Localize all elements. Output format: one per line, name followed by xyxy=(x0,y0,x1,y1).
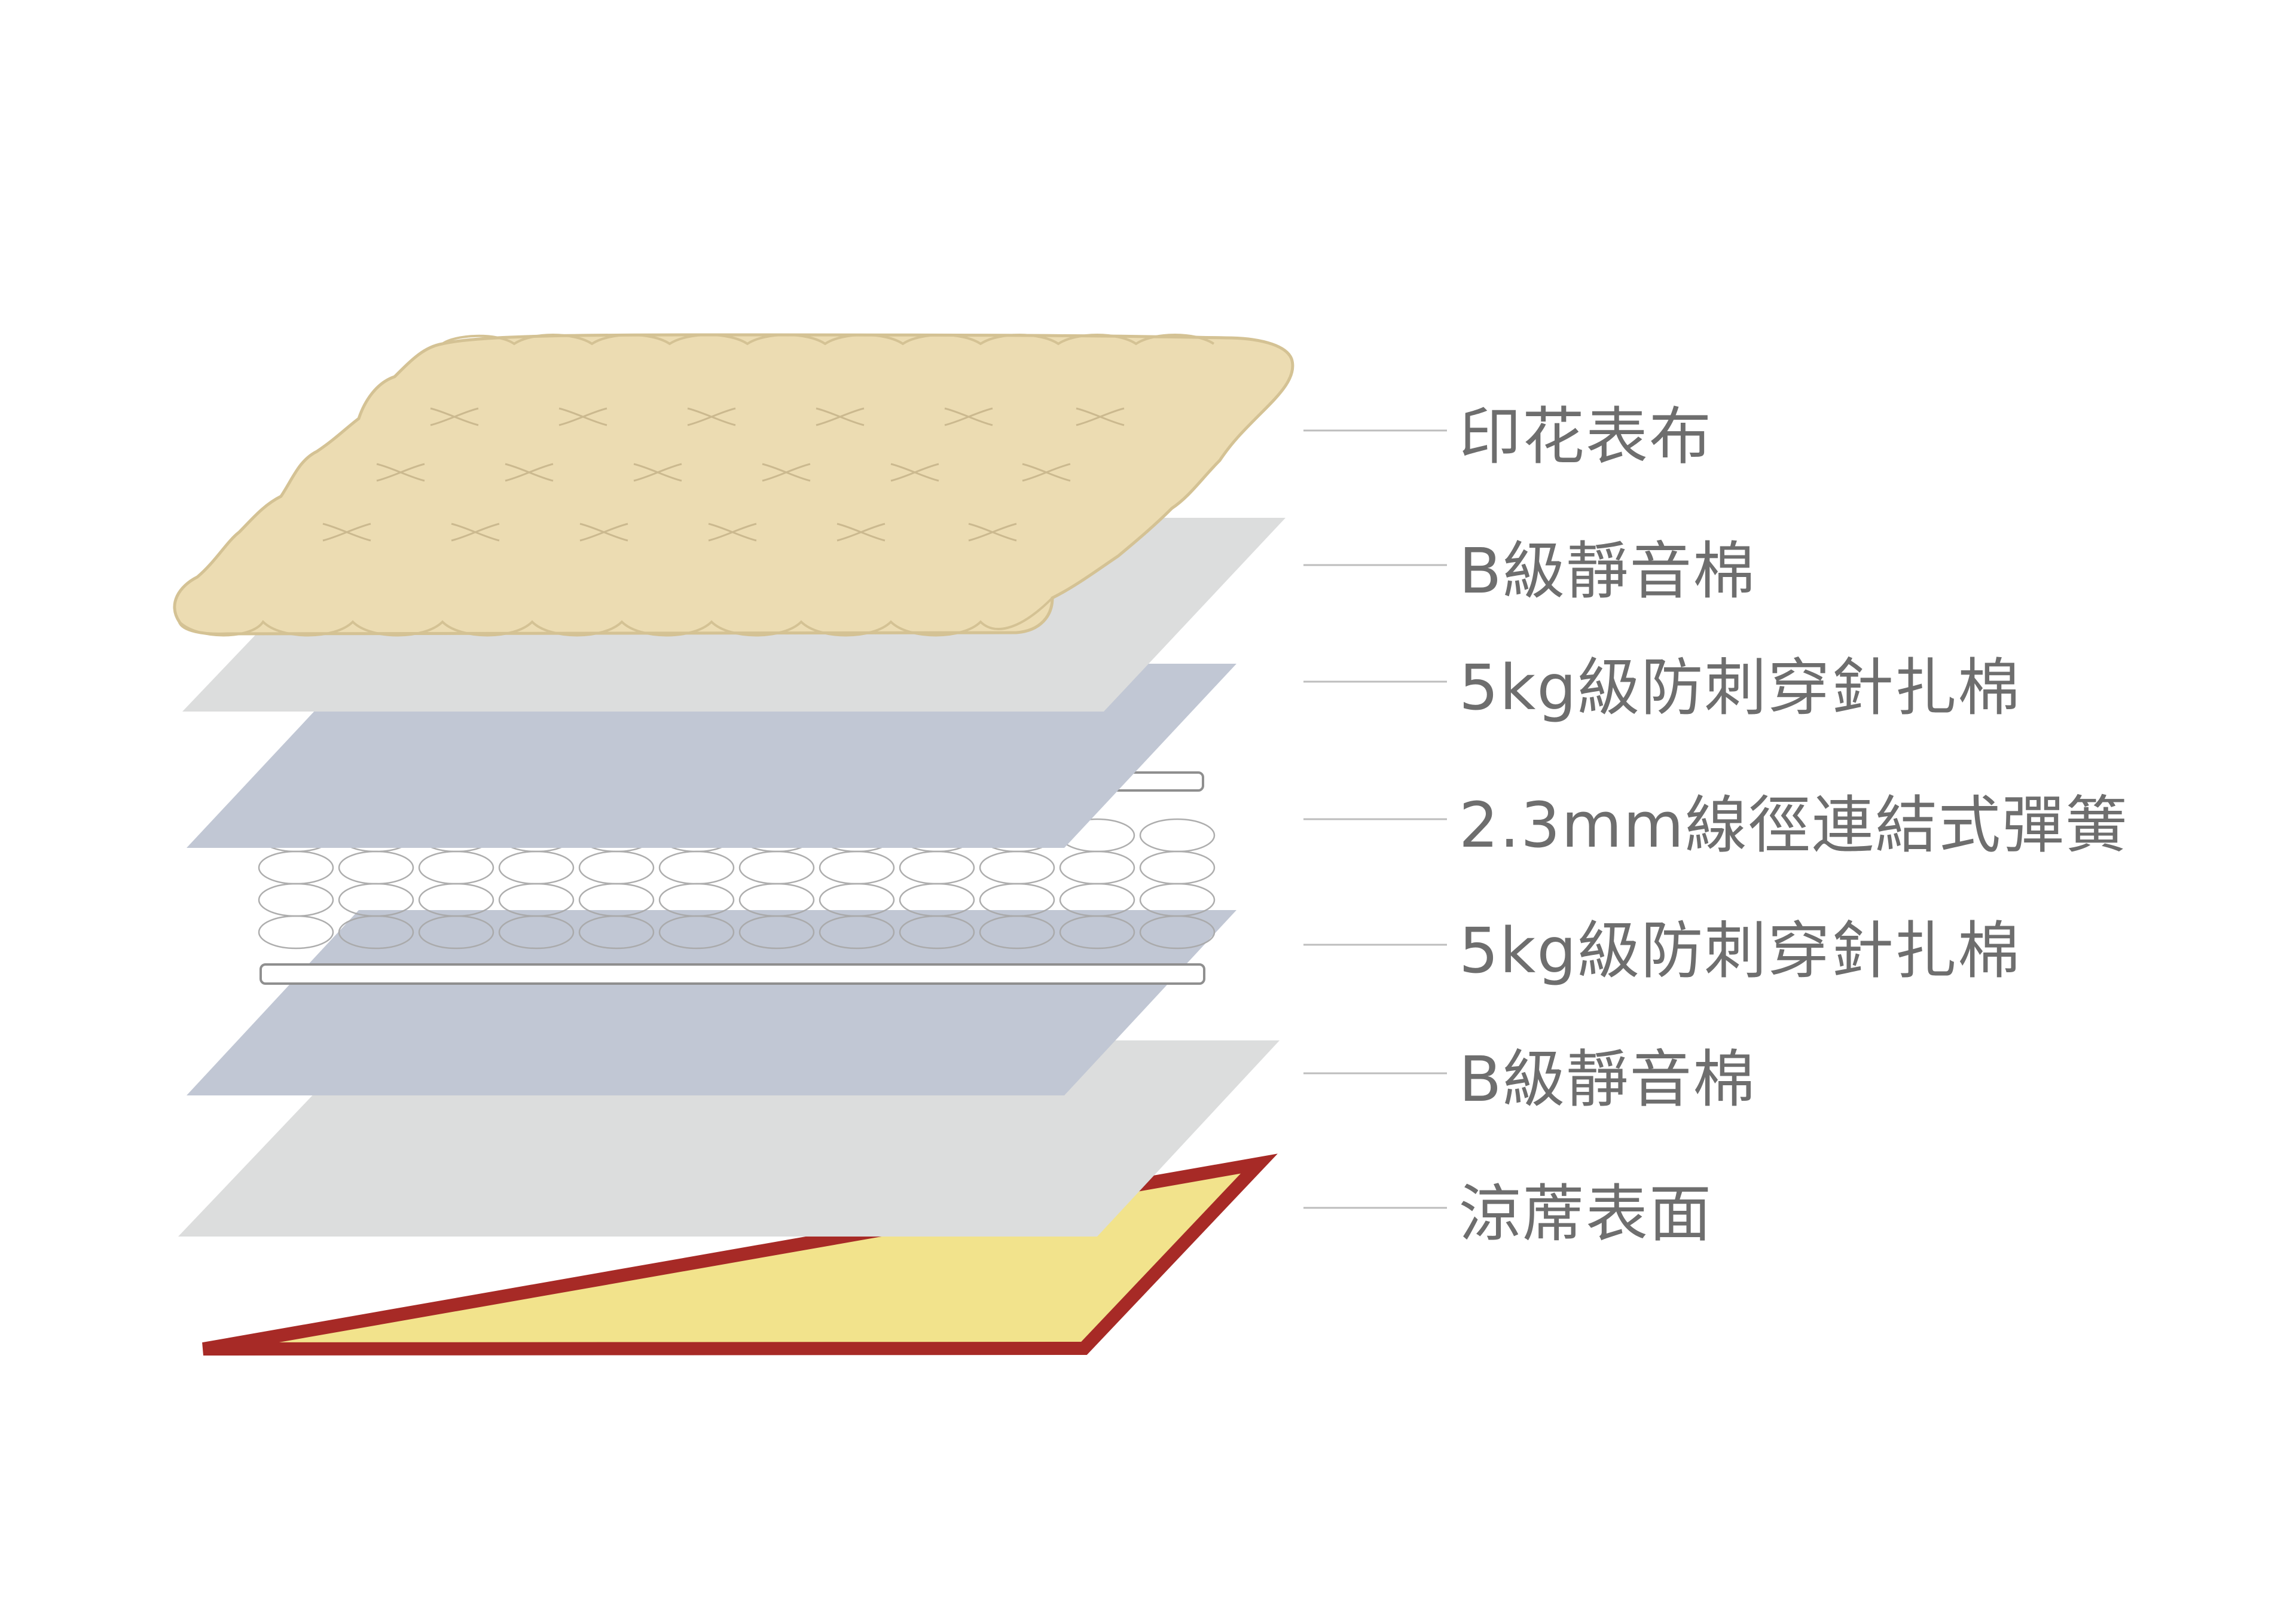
leader-lines xyxy=(1303,429,1447,1209)
top-fabric-layer xyxy=(173,333,1294,637)
layer-label-silent-foam-top: B級靜音棉 xyxy=(1459,534,1757,608)
spring-bottom-rail xyxy=(259,963,1205,985)
layer-label-needle-felt-top: 5kg級防刺穿針扎棉 xyxy=(1459,651,2022,724)
layer-label-needle-felt-bottom: 5kg級防刺穿針扎棉 xyxy=(1459,914,2022,987)
layer-label-top-fabric: 印花表布 xyxy=(1459,399,1713,473)
layer-label-spring-unit: 2.3mm線徑連結式彈簧 xyxy=(1459,788,2129,862)
layer-label-cool-mat: 涼蓆表面 xyxy=(1459,1177,1713,1250)
layer-label-silent-foam-bottom: B級靜音棉 xyxy=(1459,1042,1757,1116)
needle-felt-layer-bottom xyxy=(187,910,1236,1095)
